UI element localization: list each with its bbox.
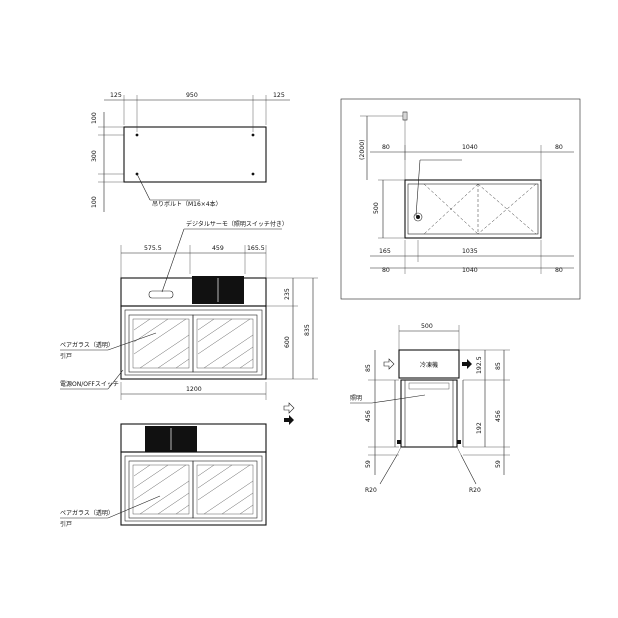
dim-side-r192: 192 [476,422,483,434]
plan-unit-marker [413,212,423,222]
arrow-filled-icon [284,415,294,425]
dim-top-left: 125 [110,92,122,99]
plan-view: (2000) 80 1040 80 500 165 1035 80 [340,98,581,300]
plan-cabinet [404,179,542,239]
dim-v2: 300 [91,150,98,162]
glass-label-rear: ペアガラス（透明） [60,509,114,517]
dim-plan-top: 1040 [462,144,478,151]
side-view: 500 冷凍機 照明 85 456 59 192.5 [350,323,510,494]
dim-plan-500: 500 [373,202,380,214]
front-view: デジタルサーモ（照明スイッチ付き） 575.5 459 165.5 [60,220,318,400]
bolt-hole [251,172,255,176]
dim-top-right: 125 [273,92,285,99]
rear-door-right [192,460,258,519]
dim-plan-l2: 165 [379,248,391,255]
dim-plan-mid: 1035 [462,248,478,255]
view-arrows-left [283,402,295,425]
dim-side-r192_5: 192.5 [476,356,483,374]
dim-plan-bottom: 1040 [462,267,478,274]
bolt-hole [135,133,139,137]
rear-view: ペアガラス（透明） 引戸 [60,423,267,528]
dim-plan-r2: 80 [555,267,563,274]
dim-plan-l3: 80 [382,267,390,274]
radius-left: R20 [365,487,377,494]
top-view-outline [123,126,267,183]
bolt-label: 吊りボルト（M16×4本） [152,200,222,208]
dim-front-width: 1200 [186,386,202,393]
glass-label-front: ペアガラス（透明） [60,341,114,349]
arrow-outline-icon [383,358,395,370]
unit-label: 冷凍機 [420,361,438,369]
dim-side-l85: 85 [365,364,372,372]
top-view: 125 950 125 100 300 100 吊りボルト（M16×4本） [91,92,290,212]
side-cabinet [400,379,458,448]
dim-plan-l1: 80 [382,144,390,151]
dim-v1: 100 [91,112,98,124]
door-label-front: 引戸 [60,352,72,360]
light-label: 照明 [350,395,362,402]
arrow-filled-icon [462,359,472,369]
dim-side-r59: 59 [495,460,502,468]
bolt-hole [251,133,255,137]
dim-top-mid: 950 [186,92,198,99]
dim-plan-r1: 80 [555,144,563,151]
dim-side-r456: 456 [495,410,502,422]
dim-v3: 100 [91,196,98,208]
dim-side-l59: 59 [365,460,372,468]
side-unit-housing [398,349,460,379]
arrow-outline-icon [283,402,295,414]
dim-front-c: 165.5 [247,245,265,252]
dim-side-top: 500 [421,323,433,330]
front-cabinet [120,305,267,380]
dim-side-r85: 85 [495,362,502,370]
door-label-rear: 引戸 [60,520,72,528]
rear-cabinet [120,451,267,526]
sliding-door-right [192,314,258,373]
plan-view-frame [340,98,581,300]
dim-side-l456: 456 [365,410,372,422]
dim-plan-h: (2000) [359,139,366,160]
radius-right: R20 [469,487,481,494]
dim-front-h2: 600 [284,336,291,348]
dim-front-a: 575.5 [144,245,162,252]
dim-front-h1: 235 [284,288,291,300]
dim-front-b: 459 [212,245,224,252]
digital-thermostat [148,290,174,299]
switch-label: 電源ON/OFFスイッチ [60,380,119,388]
thermo-label: デジタルサーモ（照明スイッチ付き） [186,220,288,228]
dim-front-h3: 835 [304,324,311,336]
